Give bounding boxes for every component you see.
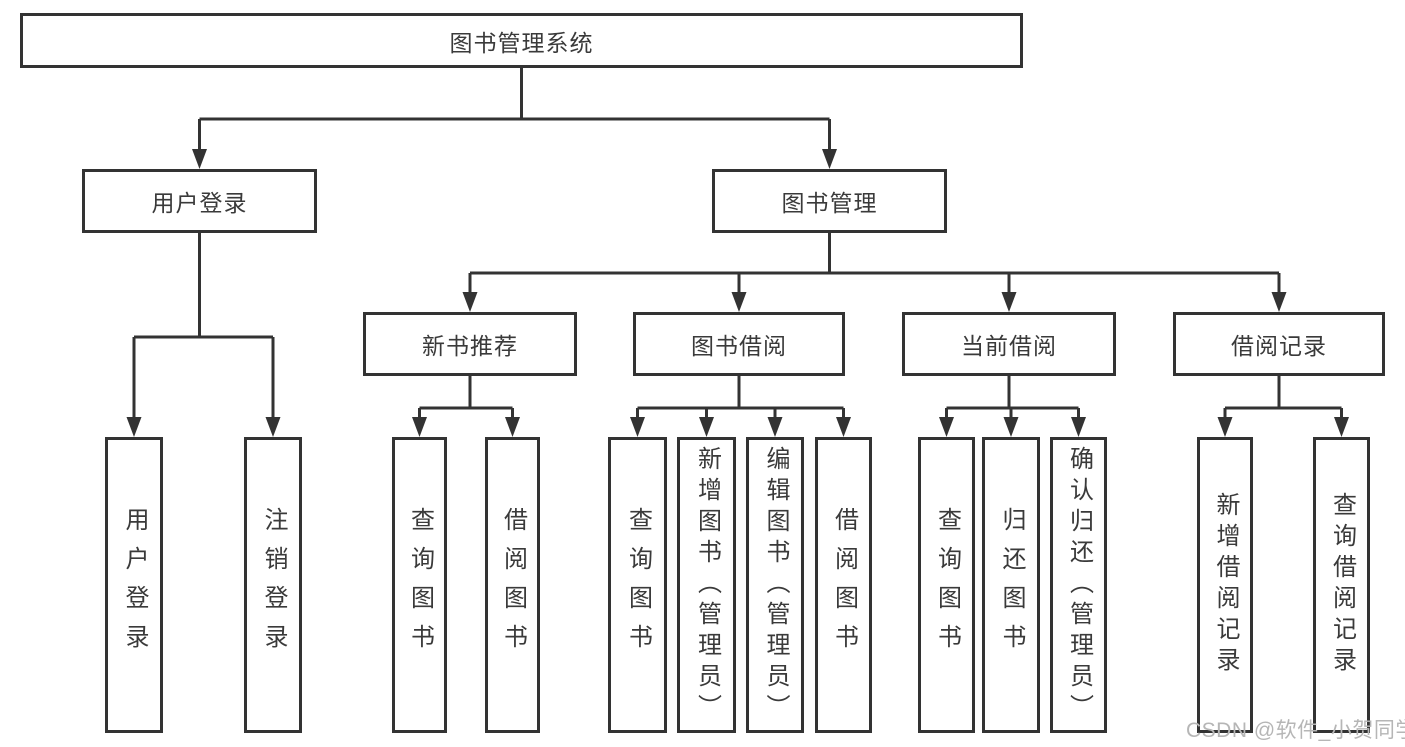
node-label: 图书管理系统 [449, 29, 594, 56]
leaf-add-book-admin: 新增图书（管理员） [677, 437, 736, 733]
leaf-label: 新增图书（管理员） [693, 445, 721, 725]
node-new-book-recommendation: 新书推荐 [363, 312, 577, 376]
leaf-query-books-borrowing: 查询图书 [608, 437, 667, 733]
connector-borrow-record-to-children [1223, 376, 1343, 417]
node-label: 借阅记录 [1231, 333, 1327, 359]
node-library-management-system: 图书管理系统 [20, 13, 1023, 68]
leaf-logout: 注销登录 [244, 437, 302, 733]
connector-root-to-level2 [198, 68, 831, 149]
leaf-label: 查询借阅记录 [1328, 492, 1356, 678]
leaf-edit-book-admin: 编辑图书（管理员） [746, 437, 804, 733]
arrowheads [126, 149, 1349, 437]
node-label: 图书管理 [781, 190, 878, 216]
node-borrowing-records: 借阅记录 [1173, 312, 1385, 376]
node-label: 图书借阅 [691, 333, 787, 359]
leaf-confirm-return-admin: 确认归还（管理员） [1050, 437, 1107, 733]
node-label: 新书推荐 [422, 333, 518, 359]
leaf-query-books-recommend: 查询图书 [392, 437, 447, 733]
leaf-label: 用户登录 [121, 507, 148, 663]
node-current-borrowing: 当前借阅 [902, 312, 1116, 376]
leaf-label: 编辑图书（管理员） [762, 445, 789, 725]
leaf-label: 归还图书 [998, 507, 1025, 663]
leaf-label: 确认归还（管理员） [1065, 445, 1093, 725]
leaf-label: 注销登录 [260, 507, 287, 663]
node-user-login: 用户登录 [82, 169, 317, 233]
leaf-user-login: 用户登录 [105, 437, 163, 733]
leaf-label: 查询图书 [624, 507, 652, 663]
node-book-borrowing: 图书借阅 [633, 312, 845, 376]
leaf-label: 查询图书 [406, 507, 434, 663]
connector-new-book-to-children [418, 376, 514, 417]
connector-user-login-to-children [132, 233, 275, 417]
leaf-return-books: 归还图书 [982, 437, 1040, 733]
leaf-query-borrowing-record: 查询借阅记录 [1313, 437, 1370, 733]
connector-book-borrow-to-children [636, 376, 845, 417]
leaf-add-borrowing-record: 新增借阅记录 [1197, 437, 1253, 733]
leaf-query-books-current: 查询图书 [918, 437, 975, 733]
leaf-label: 查询图书 [933, 507, 961, 663]
leaf-borrow-books: 借阅图书 [815, 437, 872, 733]
leaf-label: 借阅图书 [830, 507, 858, 663]
leaf-label: 新增借阅记录 [1212, 492, 1239, 678]
leaf-borrow-books-recommend: 借阅图书 [485, 437, 540, 733]
connector-current-borrow-to-children [945, 376, 1080, 417]
node-label: 当前借阅 [961, 333, 1057, 359]
node-label: 用户登录 [151, 190, 248, 216]
connector-book-mgmt-to-level3 [468, 233, 1281, 292]
node-book-management: 图书管理 [712, 169, 947, 233]
csdn-watermark: CSDN @软件_小贺同学 [1186, 719, 1405, 742]
leaf-label: 借阅图书 [499, 507, 527, 663]
